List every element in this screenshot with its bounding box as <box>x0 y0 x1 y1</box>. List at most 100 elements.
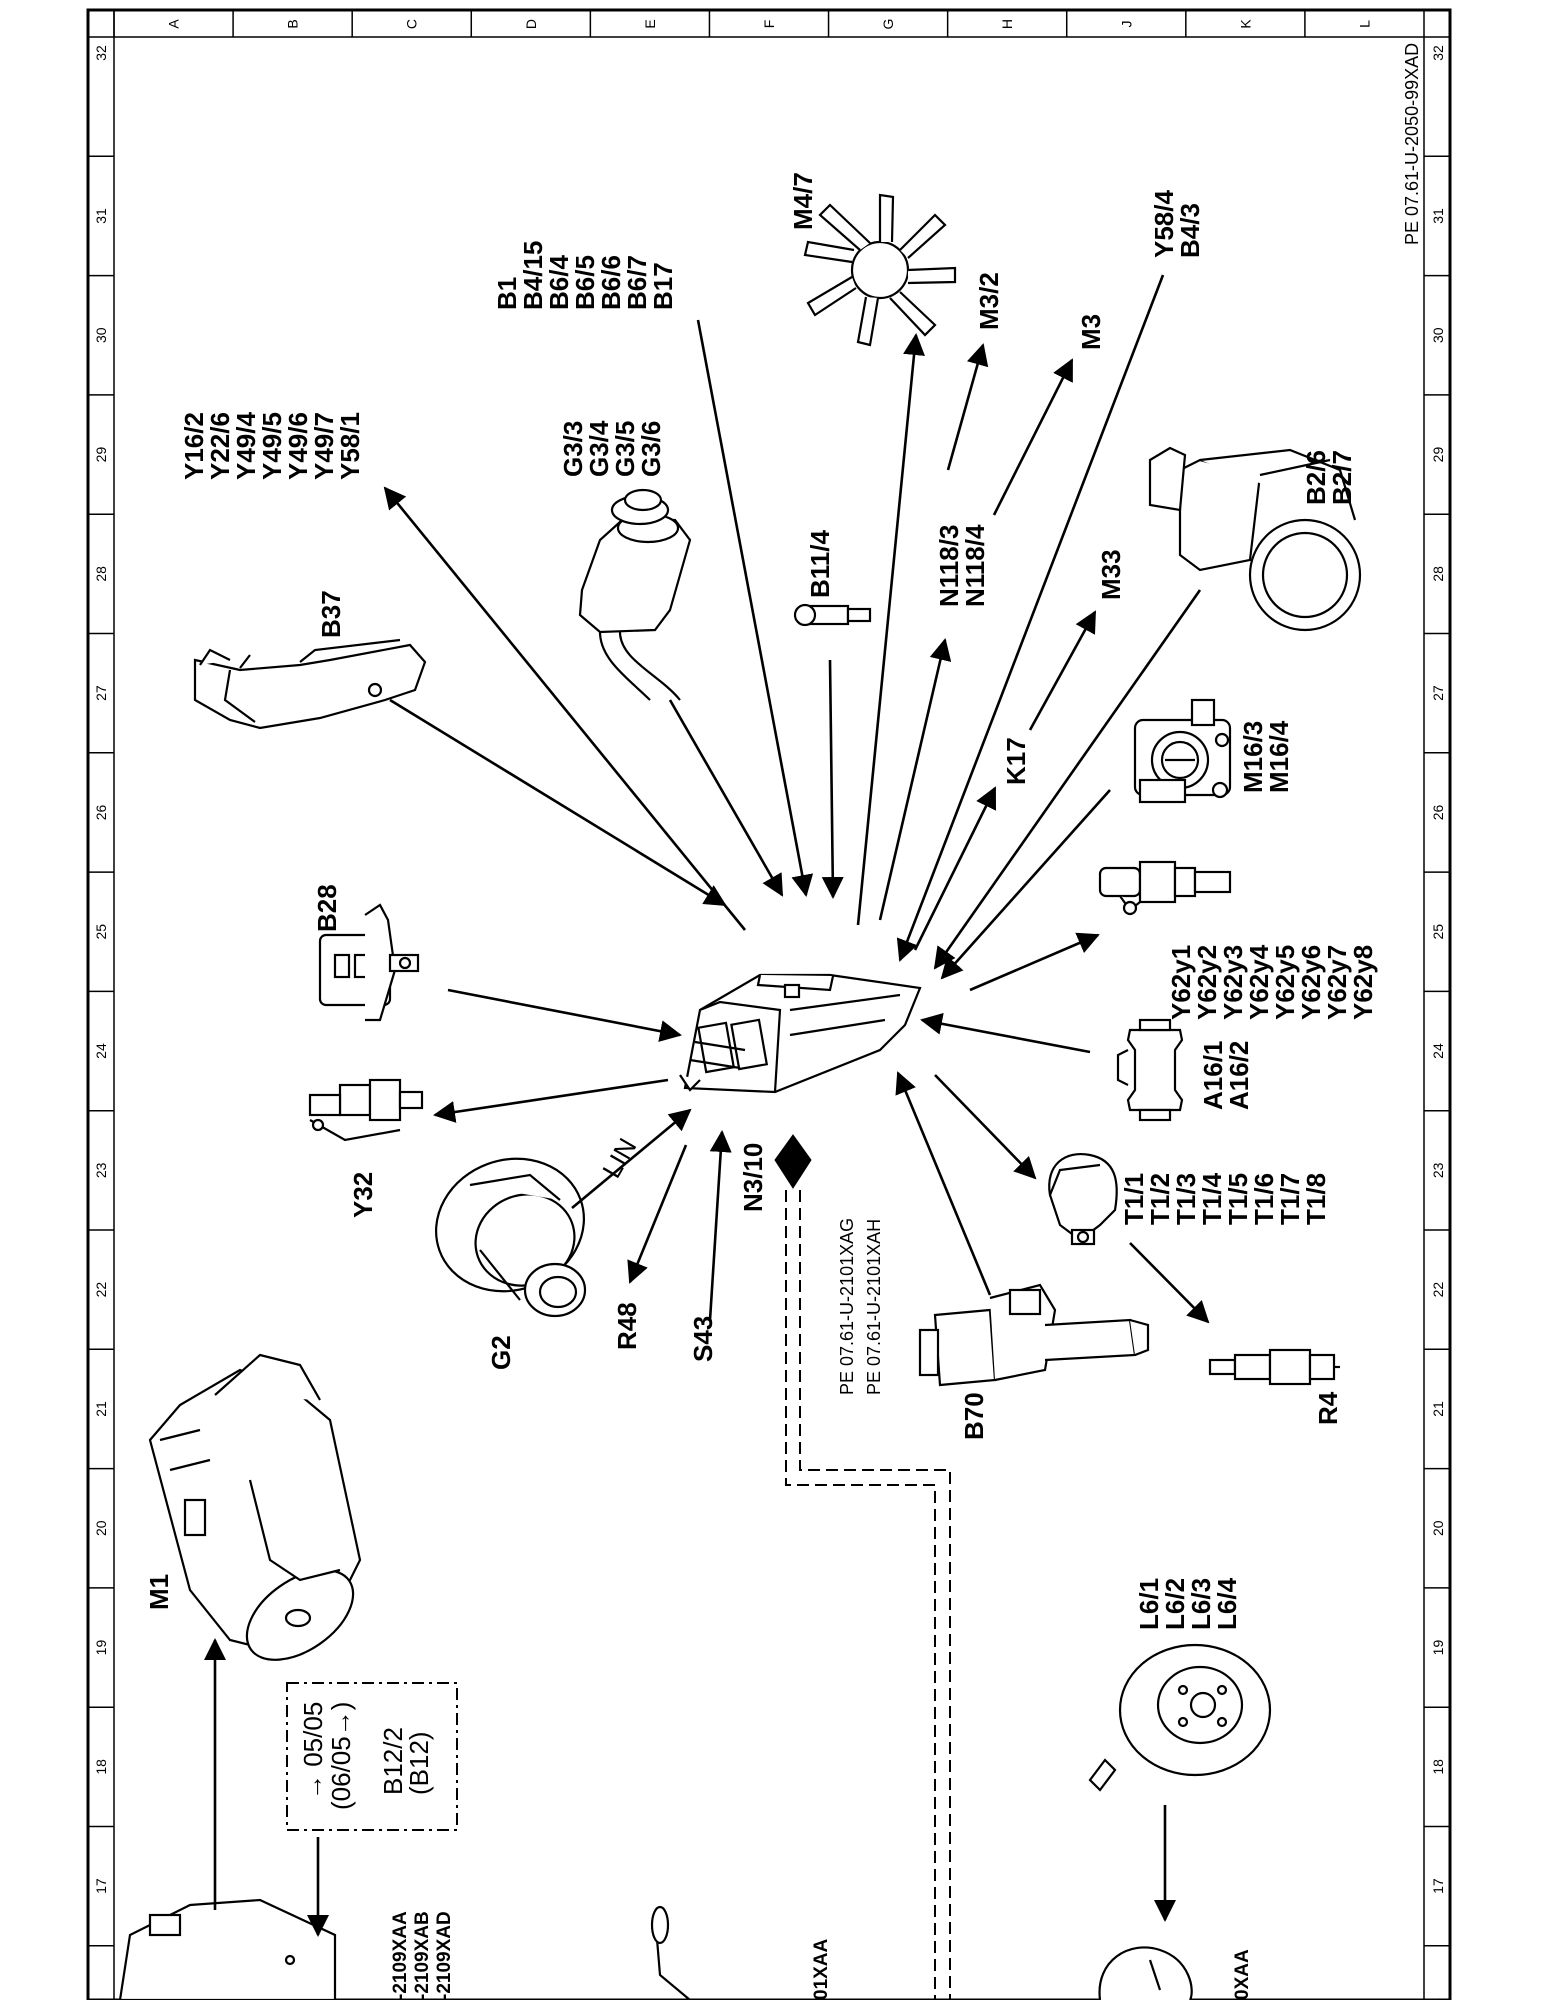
label-y62y4: Y62y4 <box>1244 944 1274 1020</box>
label-m33: M33 <box>1096 549 1126 600</box>
arrow-from-b70 <box>895 1071 992 1296</box>
starter-motor-m1 <box>148 1353 362 1661</box>
label-b12: (B12) <box>404 1731 434 1795</box>
grid-row-label: 24 <box>1430 1043 1446 1059</box>
label-y49-4: Y49/4 <box>231 412 261 480</box>
label-t1-1: T1/1 <box>1119 1173 1149 1225</box>
label-g3-4: G3/4 <box>584 420 614 477</box>
label-y62y1: Y62y1 <box>1166 945 1196 1020</box>
label-m4-7: M4/7 <box>788 172 818 230</box>
bottom-reference-labels: -2109XAA -2109XAB -2109XAD 01XAA 0XAA <box>390 1911 1253 2000</box>
component-labels: Y16/2 Y22/6 Y49/4 Y49/5 Y49/6 Y49/7 Y58/… <box>144 172 1378 2000</box>
label-t1-6: T1/6 <box>1249 1173 1279 1225</box>
pressure-sensor-b28 <box>318 903 420 1022</box>
ref-2109xad: -2109XAD <box>434 1911 455 2000</box>
label-group-y16: Y16/2 Y22/6 Y49/4 Y49/5 Y49/6 Y49/7 Y58/… <box>179 412 365 480</box>
arrow-from-g2 <box>571 1108 692 1210</box>
label-g3-6: G3/6 <box>636 421 666 477</box>
spark-plug-r4 <box>1208 1348 1340 1386</box>
grid-col-label: G <box>880 19 896 30</box>
oxygen-sensor-g3 <box>578 488 692 701</box>
grid-row-label: 21 <box>93 1401 109 1417</box>
label-y62y8: Y62y8 <box>1348 945 1378 1020</box>
knock-sensor-a16 <box>1116 1018 1184 1122</box>
throttle-valve-actuator-m16 <box>1133 698 1232 804</box>
arrow-from-b28 <box>447 988 682 1042</box>
label-y62y3: Y62y3 <box>1218 945 1248 1020</box>
fuel-injector-y62 <box>1098 860 1232 916</box>
label-y62y2: Y62y2 <box>1192 945 1222 1020</box>
label-n3-10: N3/10 <box>738 1143 768 1212</box>
arrow-to-m32 <box>946 343 989 471</box>
sensor-bottom-right <box>1098 1946 1193 2000</box>
air-mass-sensor-b2 <box>1148 446 1362 632</box>
arrow-from-s43 <box>708 1130 732 1321</box>
grid-row-label: 25 <box>93 924 109 940</box>
label-m16-4: M16/4 <box>1264 720 1294 793</box>
harness-route-outer <box>785 1190 936 2000</box>
crankshaft-position-sensor-b70 <box>918 1283 1150 1387</box>
grid-col-label: A <box>166 19 182 29</box>
ref-2109xaa: -2109XAA <box>390 1911 411 2000</box>
arrow-from-b11 <box>821 659 844 899</box>
grid-col-label: F <box>761 20 777 29</box>
ref-pe-xah: PE 07.61-U-2101XAH <box>864 1219 884 1395</box>
arrow-to-y32 <box>433 1078 669 1123</box>
document-code: PE 07.61-U-2050-99XAD <box>1402 43 1422 245</box>
grid-row-label: 32 <box>1430 45 1446 61</box>
label-y62y7: Y62y7 <box>1322 945 1352 1020</box>
arrow-to-t1 <box>934 1074 1037 1180</box>
label-l6-2: L6/2 <box>1160 1578 1190 1630</box>
label-lin: LIN <box>596 1133 642 1183</box>
arrow-to-y62 <box>969 932 1100 992</box>
label-y58-1: Y58/1 <box>335 412 365 480</box>
arrow-from-b1 <box>696 319 814 897</box>
label-b17: B17 <box>648 262 678 310</box>
label-g2: G2 <box>486 1335 516 1370</box>
ref-pe-xag: PE 07.61-U-2101XAG <box>837 1218 857 1395</box>
date-box-text: → 05/05 (06/05→) B12/2 (B12) <box>298 1702 434 1810</box>
label-n118-3: N118/3 <box>934 525 964 607</box>
label-b6-4: B6/4 <box>544 255 574 310</box>
grid-row-label: 28 <box>93 566 109 582</box>
label-b2-6: B2/6 <box>1301 450 1331 505</box>
arrow-from-g3 <box>668 699 784 897</box>
grid-row-label: 29 <box>1430 447 1446 463</box>
grid-row-label: 27 <box>1430 685 1446 701</box>
grid-row-label: 20 <box>93 1520 109 1536</box>
label-b6-6: B6/6 <box>596 255 626 310</box>
grid-col-label: J <box>1118 21 1134 28</box>
alternator-g2 <box>434 1157 587 1318</box>
arrow-from-y58 <box>896 274 1165 962</box>
grid-row-label: 16 <box>1430 1997 1446 2000</box>
arrow-to-r4 <box>1129 1242 1210 1324</box>
grid-row-label: 17 <box>93 1878 109 1894</box>
grid-row-label: 21 <box>1430 1401 1446 1417</box>
ignition-coil-t1 <box>1048 1152 1118 1246</box>
grid-col-label: H <box>999 19 1015 29</box>
wheel-speed-sensor-disc-l6 <box>1088 1643 1272 1792</box>
label-t1-7: T1/7 <box>1275 1173 1305 1225</box>
accelerator-pedal-sensor-b37 <box>193 638 427 730</box>
grid-row-label: 31 <box>93 208 109 224</box>
relay-bottom-left <box>118 1898 337 2000</box>
ref-0xaa: 0XAA <box>1232 1949 1253 2000</box>
actuator-y32 <box>308 1078 424 1142</box>
label-n118-4: N118/4 <box>960 524 990 607</box>
arrow-to-m33 <box>1028 610 1097 731</box>
harness-route-inner <box>799 1190 951 2000</box>
label-r48: R48 <box>612 1302 642 1350</box>
label-y49-6: Y49/6 <box>283 412 313 480</box>
label-y62y5: Y62y5 <box>1270 945 1300 1020</box>
label-m16-3: M16/3 <box>1238 721 1268 793</box>
grid-row-label: 30 <box>1430 327 1446 343</box>
label-y58-4: Y58/4 <box>1149 190 1179 258</box>
harness-arrow <box>774 1134 812 1189</box>
label-b6-5: B6/5 <box>570 255 600 310</box>
drawing-frame <box>86 8 1452 2000</box>
grid-row-label: 20 <box>1430 1520 1446 1536</box>
grid-row-label: 26 <box>93 804 109 820</box>
label-group-t1: T1/1 T1/2 T1/3 T1/4 T1/5 T1/6 T1/7 T1/8 <box>1119 1172 1331 1225</box>
